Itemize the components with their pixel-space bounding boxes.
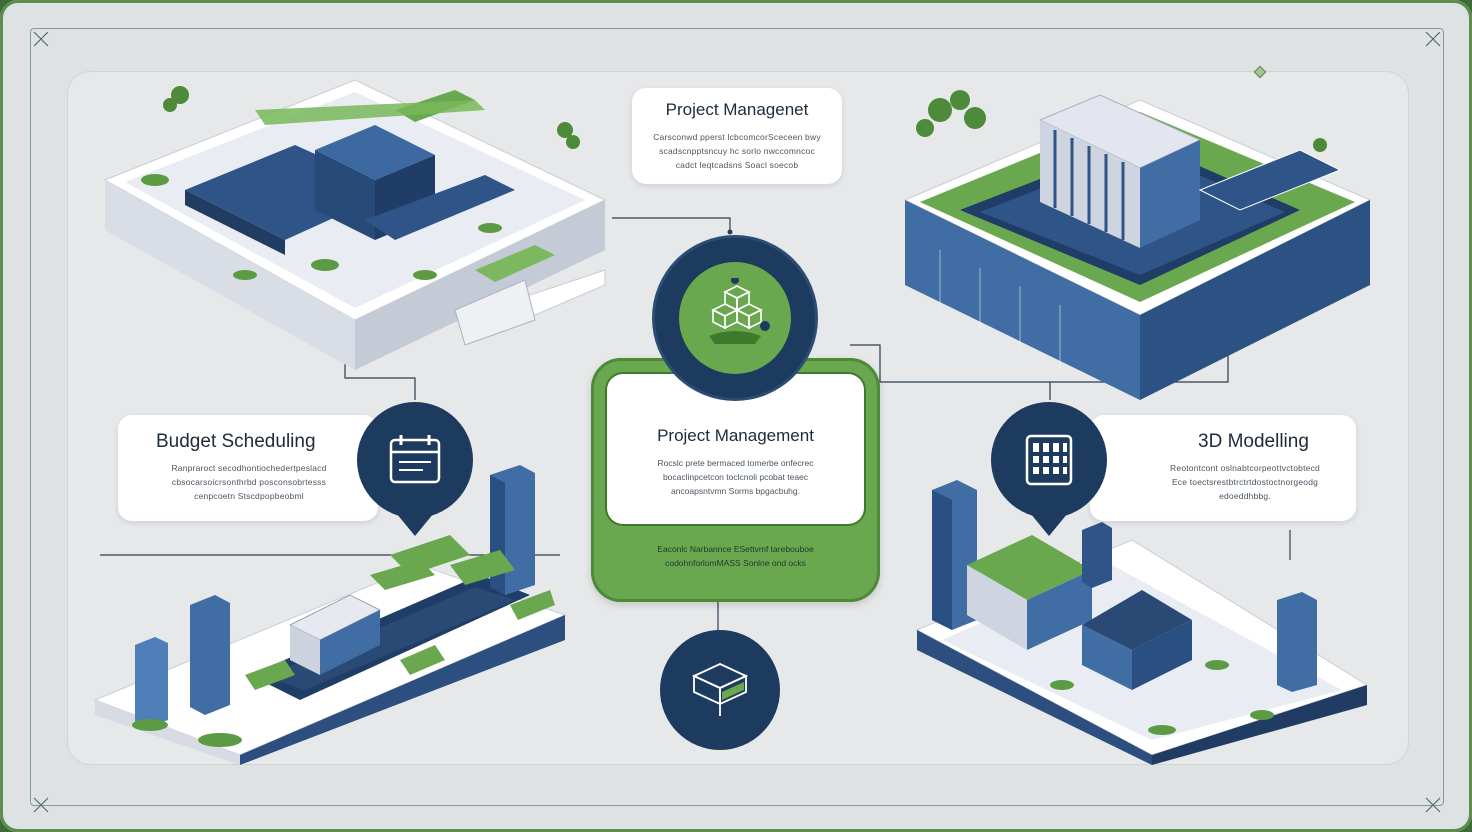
- modelling-badge: [991, 402, 1107, 518]
- budget-card-title: Budget Scheduling: [156, 431, 316, 452]
- budget-card-line-1: Ranpraroct secodhontiochedertpeslacd: [171, 463, 327, 473]
- top-project-card: Project Managenet Carsconwd pperst lcbco…: [632, 88, 842, 184]
- center-card-line-3: ancoapsntvmn Sorms bpgacbuhg.: [671, 486, 800, 496]
- grid-calculator-icon: [1025, 434, 1073, 486]
- modelling-card-line-2: Ece toectsrestbtrctrtdostoctnorgeodg: [1171, 477, 1319, 487]
- center-card-footer-line-2: codohnforlomMASS Sonlne ond ocks: [665, 558, 806, 568]
- bottom-left-building-illustration: [93, 465, 567, 765]
- top-card-line-3: cadct leqtcadsns Soacl soecob: [675, 160, 799, 170]
- modelling-card-line-1: Reotontcont oslnabtcorpeottvctobtecd: [1170, 463, 1320, 473]
- bottom-right-building-illustration: [915, 480, 1369, 765]
- center-project-card: Project Management Rocslc prete bermaced…: [591, 358, 880, 602]
- center-card-footer-line-1: Eaconlc Narbannce ESettvmf tarebouboe: [657, 544, 814, 554]
- bottom-icon-badge: [660, 630, 780, 750]
- center-card-footer: Eaconlc Narbannce ESettvmf tarebouboe co…: [591, 542, 880, 570]
- center-card-inner: Project Management Rocslc prete bermaced…: [607, 374, 864, 524]
- cubes-plant-icon: [709, 278, 770, 344]
- box-on-stand-icon: [691, 663, 749, 716]
- center-card-line-1: Rocslc prete bermaced tomerbe onfecrec: [657, 458, 814, 468]
- budget-card-line-3: cenpcoetn Stscdpopbeobml: [194, 491, 304, 501]
- top-card-line-1: Carsconwd pperst lcbcomcorSceceen bwy: [653, 132, 821, 142]
- top-card-line-2: scadscnpptsncuy hc sorlo nwccomncoc: [659, 146, 815, 156]
- top-right-building-illustration: [903, 90, 1372, 400]
- modelling-card-title: 3D Modelling: [1198, 431, 1309, 452]
- right-badge-pointer: [1026, 508, 1072, 536]
- budget-card-line-2: cbsocarsoicrsonthrbd posconsobrtesss: [171, 477, 327, 487]
- 3d-modelling-card: 3D Modelling Reotontcont oslnabtcorpeott…: [1090, 415, 1356, 521]
- center-card-line-2: bocaclinpcetcon toclcnoli pcobat teaec: [662, 472, 809, 482]
- left-badge-pointer: [392, 508, 438, 536]
- center-icon-badge: [655, 238, 815, 398]
- inner-border: [30, 28, 1444, 806]
- top-card-title: Project Managenet: [665, 100, 809, 119]
- center-card-title: Project Management: [657, 426, 814, 445]
- calendar-icon: [389, 435, 441, 484]
- calendar-badge: [357, 402, 473, 518]
- modelling-card-line-3: edoeddhbbg.: [1219, 491, 1271, 501]
- top-left-building-illustration: [103, 79, 607, 370]
- budget-scheduling-card: Budget Scheduling Ranpraroct secodhontio…: [118, 415, 378, 521]
